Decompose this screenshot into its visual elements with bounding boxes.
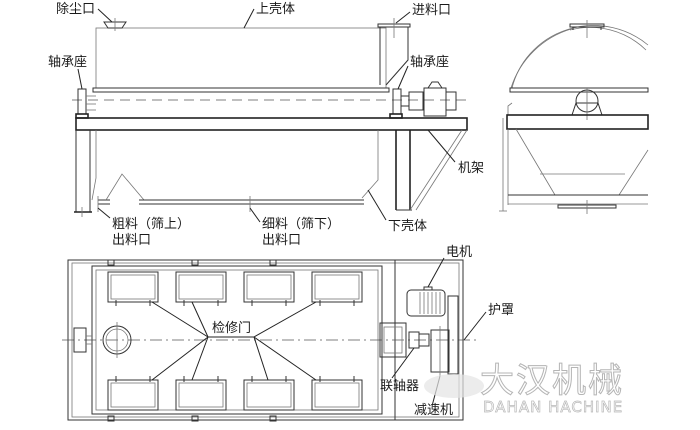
label-bearing-seat-left: 轴承座: [48, 55, 87, 70]
upper-shell: [95, 27, 387, 89]
label-upper-shell: 上壳体: [256, 2, 295, 17]
feed-inlet-hopper: [377, 18, 411, 86]
inspection-door-leaders: [151, 301, 317, 381]
label-coarse-outlet-1: 粗料（筛上）: [112, 217, 190, 232]
inspection-door: [175, 376, 227, 411]
label-fine-outlet-1: 细料（筛下）: [262, 217, 340, 232]
left-frame-leg: [74, 130, 92, 217]
inspection-door: [107, 271, 159, 306]
label-bearing-seat-right: 轴承座: [410, 55, 449, 70]
inspection-door: [243, 376, 295, 411]
lower-shell: [91, 130, 379, 212]
dust-outlet-circle: [102, 322, 132, 358]
watermark: 大汉机械 DAHAN HACHINE: [424, 361, 624, 416]
front-view: [72, 18, 470, 217]
label-motor: 电机: [446, 245, 472, 260]
drum-rail: [92, 87, 390, 93]
label-coarse-outlet-2: 出料口: [112, 233, 151, 248]
coupling-and-reducer: [400, 81, 457, 117]
label-inspection-door: 检修门: [212, 321, 251, 336]
inspection-door: [243, 271, 295, 306]
inspection-door: [311, 271, 363, 306]
frame-beam: [75, 117, 468, 131]
watermark-logo-swirl: [424, 374, 484, 398]
guard-body: [447, 295, 459, 375]
watermark-brand-en: DAHAN HACHINE: [483, 398, 623, 416]
inspection-door: [175, 271, 227, 306]
drive-assembly: [379, 286, 459, 376]
side-dome: [511, 25, 649, 89]
side-view: [499, 20, 649, 214]
labels: 除尘口 上壳体 进料口 轴承座 轴承座 机架 粗料（筛上） 出料口 细料（筛下）…: [48, 2, 514, 418]
inspection-doors: [107, 271, 363, 411]
side-bottom-flange: [557, 200, 617, 214]
inspection-door: [107, 376, 159, 411]
label-feed-inlet: 进料口: [412, 3, 451, 18]
label-dust-outlet: 除尘口: [56, 2, 95, 17]
label-guard: 护罩: [488, 303, 514, 318]
right-bearing-seat: [389, 88, 403, 119]
motor-body: [406, 286, 446, 317]
dust-outlet-flange: [103, 18, 127, 31]
label-lower-shell: 下壳体: [388, 219, 427, 234]
label-frame: 机架: [458, 161, 484, 176]
label-coupling: 联轴器: [380, 379, 419, 394]
inspection-door: [311, 376, 363, 411]
frame-bolts: [107, 259, 277, 422]
left-bearing-seat: [75, 88, 96, 119]
label-reducer: 减速机: [414, 403, 453, 418]
right-frame-leg: [395, 129, 468, 211]
side-top-flange: [569, 20, 605, 38]
top-view: [62, 259, 476, 422]
watermark-brand-cn: 大汉机械: [480, 361, 624, 401]
label-fine-outlet-2: 出料口: [262, 233, 301, 248]
